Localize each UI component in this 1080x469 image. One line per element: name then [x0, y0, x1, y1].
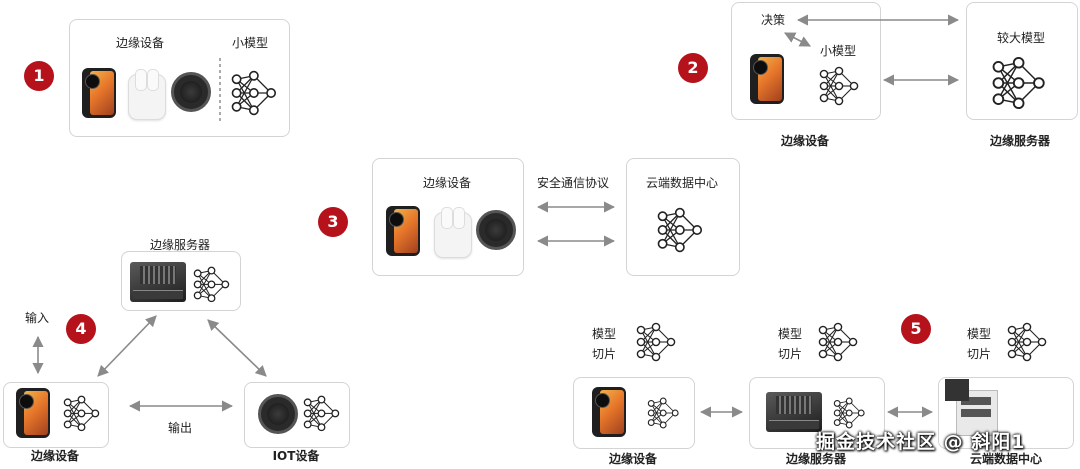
scenario2-large-model-label: 较大模型	[996, 31, 1046, 45]
server-to-iot-arrow-4	[207, 319, 267, 377]
neural-network-icon	[657, 207, 703, 253]
phone-icon	[386, 206, 420, 256]
neural-network-icon	[303, 395, 340, 432]
scenario4-badge: 4	[66, 314, 96, 344]
edge-board-icon	[130, 262, 186, 302]
decision-to-small-arrow	[784, 32, 811, 47]
scenario1-badge: 1	[24, 61, 54, 91]
scenario5-slice-label-cloud-1: 模型	[966, 327, 992, 341]
smartwatch-icon	[258, 394, 298, 434]
scenario5-slice-label-edge-2: 切片	[591, 347, 617, 361]
scenario4-output-label: 输出	[167, 421, 193, 435]
scenario2-edge-caption: 边缘设备	[780, 134, 830, 148]
smartwatch-icon	[476, 210, 516, 250]
scenario2-small-model-label: 小模型	[819, 44, 857, 58]
scenario2-badge: 2	[678, 53, 708, 83]
scenario4-server-label: 边缘服务器	[149, 238, 211, 252]
neural-network-icon	[819, 66, 859, 106]
watermark: 掘金技术社区 @ 斜阳1	[816, 431, 1026, 453]
neural-network-icon	[833, 397, 865, 429]
scenario4-edge-caption: 边缘设备	[30, 449, 80, 463]
scenario1-model-label: 小模型	[231, 36, 269, 50]
earbuds-icon	[434, 207, 472, 258]
scenario5-edge-caption: 边缘设备	[608, 452, 658, 466]
neural-network-icon	[63, 395, 100, 432]
scenario5-badge: 5	[901, 314, 931, 344]
neural-network-icon	[818, 322, 858, 362]
scenario5-cloud-caption: 云端数据中心	[969, 452, 1043, 466]
phone-icon	[82, 68, 116, 118]
earbuds-icon	[128, 69, 166, 120]
phone-icon	[592, 387, 626, 437]
smartwatch-icon	[171, 72, 211, 112]
scenario3-cloud-box	[626, 158, 740, 276]
neural-network-icon	[193, 266, 230, 303]
scenario5-slice-label-server-2: 切片	[777, 347, 803, 361]
scenario3-badge: 3	[318, 207, 348, 237]
edge-board-icon	[766, 392, 822, 432]
neural-network-icon	[992, 56, 1045, 110]
scenario4-iot-caption: IOT设备	[272, 449, 320, 463]
scenario3-protocol-label: 安全通信协议	[536, 176, 610, 190]
scenario2-server-caption: 边缘服务器	[989, 134, 1051, 148]
scenario3-devices-label: 边缘设备	[422, 176, 472, 190]
neural-network-icon	[1007, 322, 1047, 362]
phone-icon	[750, 54, 784, 104]
scenario1-devices-label: 边缘设备	[115, 36, 165, 50]
scenario5-slice-label-server-1: 模型	[777, 327, 803, 341]
scenario5-slice-label-cloud-2: 切片	[966, 347, 992, 361]
scenario5-slice-label-edge-1: 模型	[591, 327, 617, 341]
neural-network-icon	[231, 70, 277, 116]
phone-icon	[16, 388, 50, 438]
neural-network-icon	[647, 397, 679, 429]
scenario4-input-label: 输入	[25, 311, 50, 325]
edge-to-server-arrow-4	[97, 315, 157, 377]
scenario5-server-caption: 边缘服务器	[785, 452, 847, 466]
server-icon	[945, 379, 998, 436]
neural-network-icon	[636, 322, 676, 362]
scenario2-decision-label: 决策	[761, 13, 786, 27]
scenario3-cloud-label: 云端数据中心	[645, 176, 719, 190]
